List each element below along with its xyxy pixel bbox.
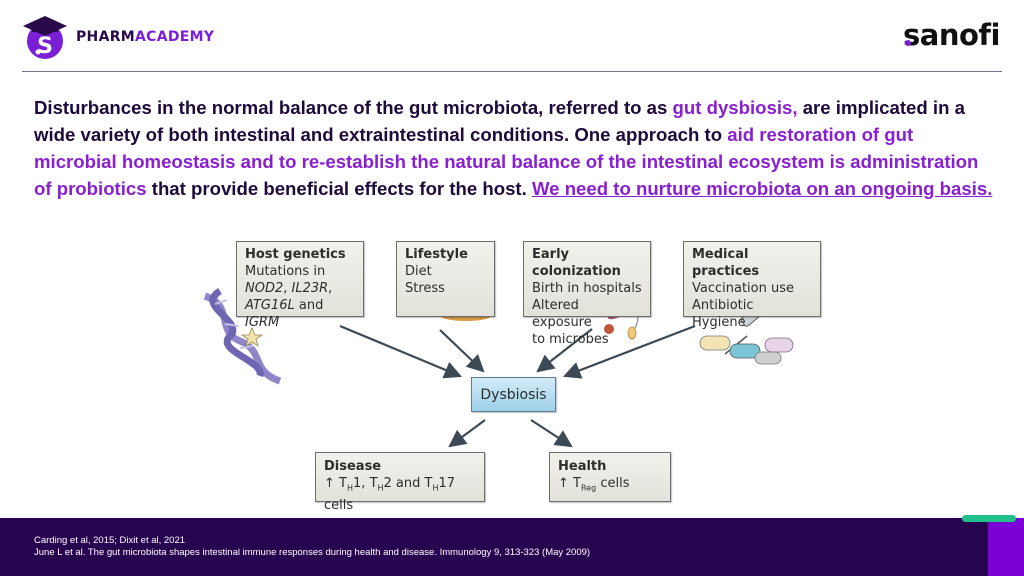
arrow-to-health: [530, 419, 573, 448]
and-word: and: [298, 298, 324, 313]
sanofi-wordmark: sanofi: [903, 18, 1000, 52]
gene-atg16l: ATG16L: [245, 298, 295, 313]
early-colonization-box: Early colonization Birth in hospitals Al…: [523, 241, 651, 347]
dna-helix-icon: [203, 288, 282, 385]
medical-practices-box: Medical practices Vaccination use Antibi…: [683, 241, 821, 330]
gene-igrm: IGRM: [245, 315, 280, 330]
gene-il23r: IL23R: [291, 281, 329, 296]
nurture-microbiota-link[interactable]: We need to nurture microbiota on an ongo…: [531, 178, 993, 199]
disease-box: Disease ↑ TH1, TH2 and TH17 cells: [315, 452, 485, 513]
reference-line-1: Carding et al, 2015; Dixit et al, 2021: [34, 535, 186, 546]
disease-detail: ↑ TH1, TH2 and TH17 cells: [324, 476, 456, 513]
early-line1: Birth in hospitals: [532, 281, 642, 296]
medical-line3: Hygiene: [692, 315, 746, 330]
sanofi-dot-icon: [905, 40, 912, 46]
header-divider: [22, 71, 1002, 72]
body-highlight-dysbiosis: gut dysbiosis,: [672, 97, 798, 118]
graduation-cap-s-icon: S: [22, 14, 68, 60]
medical-practices-title: Medical practices: [692, 247, 760, 279]
lifestyle-diet: Diet: [405, 264, 432, 279]
host-genetics-line1: Mutations in: [245, 264, 326, 279]
medical-line1: Vaccination use: [692, 281, 795, 296]
early-line3: to microbes: [532, 332, 609, 347]
brand-part2: ACADEMY: [135, 29, 215, 45]
body-text-1: Disturbances in the normal balance of th…: [34, 97, 673, 118]
health-title: Health: [558, 459, 607, 474]
arrow-lifestyle-to-dysbiosis: [439, 329, 485, 373]
pharmacademy-logo: S PHARMACADEMY: [22, 14, 214, 60]
body-highlight-probiotics: aid restoration of gut microbial homeost…: [34, 124, 979, 199]
dysbiosis-diagram: Host genetics Mutations in NOD2, IL23R, …: [195, 236, 835, 513]
sanofi-logo: sanofi: [903, 18, 1000, 52]
brand-part1: PHARM: [76, 29, 136, 45]
reference-line-2: June L et al. The gut microbiota shapes …: [34, 547, 591, 558]
body-text-3: that provide beneficial effects for the …: [146, 178, 532, 199]
early-line2: Altered exposure: [532, 298, 592, 330]
dysbiosis-label: Dysbiosis: [480, 386, 547, 403]
arrow-medical-to-dysbiosis: [562, 324, 696, 379]
early-colonization-title: Early colonization: [532, 247, 621, 279]
arrow-host-to-dysbiosis: [339, 324, 463, 379]
arrow-to-disease: [448, 419, 486, 448]
lifestyle-box: Lifestyle Diet Stress: [396, 241, 495, 317]
gene-nod2: NOD2: [245, 281, 284, 296]
lifestyle-title: Lifestyle: [405, 247, 468, 262]
host-genetics-title: Host genetics: [245, 247, 346, 262]
medical-line2: Antibiotic: [692, 298, 754, 313]
intro-paragraph: Disturbances in the normal balance of th…: [34, 94, 994, 202]
pharmacademy-wordmark: PHARMACADEMY: [76, 29, 214, 45]
references: Carding et al, 2015; Dixit et al, 2021 J…: [34, 535, 590, 559]
health-box: Health ↑ TReg cells: [549, 452, 671, 502]
footer-band: [0, 518, 1024, 576]
host-genetics-box: Host genetics Mutations in NOD2, IL23R, …: [236, 241, 364, 330]
footer-accent-purple: [988, 518, 1024, 576]
lifestyle-stress: Stress: [405, 281, 445, 296]
health-detail: ↑ TReg cells: [558, 476, 630, 493]
arrow-early-to-dysbiosis: [536, 328, 593, 373]
svg-text:S: S: [37, 34, 53, 59]
up-arrow-icon: ↑: [324, 476, 335, 491]
up-arrow-icon: ↑: [558, 476, 569, 491]
disease-title: Disease: [324, 459, 382, 474]
body-text-2: are implicated in a wide variety of both…: [34, 97, 965, 145]
dysbiosis-box: Dysbiosis: [471, 377, 556, 412]
footer-accent-green: [962, 515, 1016, 522]
